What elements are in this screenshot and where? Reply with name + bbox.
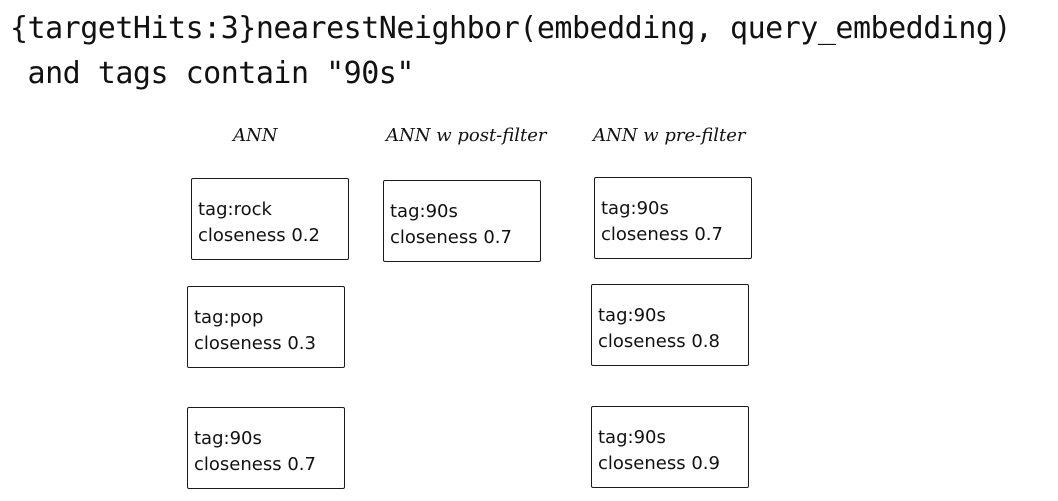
result-tag: tag:pop bbox=[194, 307, 264, 328]
result-closeness: closeness 0.9 bbox=[598, 453, 720, 474]
column-header-ann-pre-filter: ANN w pre-filter bbox=[593, 125, 746, 146]
result-closeness: closeness 0.8 bbox=[598, 331, 720, 352]
result-closeness: closeness 0.7 bbox=[390, 227, 512, 248]
result-tag: tag:90s bbox=[601, 198, 669, 219]
ann-result-card: tag:rock closeness 0.2 bbox=[191, 178, 349, 260]
ann-result-card: tag:pop closeness 0.3 bbox=[187, 286, 345, 368]
column-header-ann: ANN bbox=[233, 125, 278, 146]
result-tag: tag:rock bbox=[198, 199, 272, 220]
ann-result-card: tag:90s closeness 0.7 bbox=[187, 407, 345, 489]
pre-filter-result-card: tag:90s closeness 0.9 bbox=[591, 406, 749, 488]
query-line-2: and tags contain "90s" bbox=[10, 56, 415, 91]
result-closeness: closeness 0.7 bbox=[601, 224, 723, 245]
query-title: {targetHits:3}nearestNeighbor(embedding,… bbox=[10, 6, 1055, 96]
result-tag: tag:90s bbox=[390, 201, 458, 222]
pre-filter-result-card: tag:90s closeness 0.7 bbox=[594, 177, 752, 259]
pre-filter-result-card: tag:90s closeness 0.8 bbox=[591, 284, 749, 366]
query-line-1: {targetHits:3}nearestNeighbor(embedding,… bbox=[10, 11, 1012, 46]
result-closeness: closeness 0.3 bbox=[194, 333, 316, 354]
result-closeness: closeness 0.2 bbox=[198, 225, 320, 246]
result-tag: tag:90s bbox=[598, 305, 666, 326]
result-closeness: closeness 0.7 bbox=[194, 454, 316, 475]
result-tag: tag:90s bbox=[598, 427, 666, 448]
column-header-ann-post-filter: ANN w post-filter bbox=[386, 125, 547, 146]
result-tag: tag:90s bbox=[194, 428, 262, 449]
post-filter-result-card: tag:90s closeness 0.7 bbox=[383, 180, 541, 262]
